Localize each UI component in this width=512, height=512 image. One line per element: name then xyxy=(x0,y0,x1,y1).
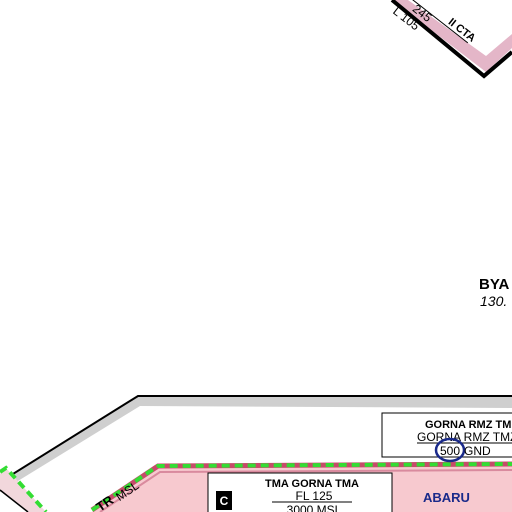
tma-inner-edge xyxy=(99,469,512,512)
rmz-title: GORNA RMZ TM xyxy=(425,419,511,431)
grey-airspace-band xyxy=(0,395,512,492)
cta-limit-divider xyxy=(412,0,469,44)
ctr-green-dashed-boundary xyxy=(0,465,48,512)
grey-band-outer-edge xyxy=(0,395,512,483)
tma-green-dashed-boundary xyxy=(90,462,512,512)
tma-title: TMA GORNA TMA xyxy=(265,478,359,490)
tma-box-frame xyxy=(207,472,393,512)
abaru-waypoint-label: ABARU xyxy=(423,490,470,505)
airspace-class-badge xyxy=(216,491,232,510)
airspace-class-letter: C xyxy=(220,494,229,508)
grey-band-fill xyxy=(0,396,512,492)
ctr-boundary xyxy=(0,465,48,512)
rmz-lower-limit: GND xyxy=(464,444,491,458)
rmz-label-box: GORNA RMZ TM GORNA RMZ TMZ 500 GND xyxy=(381,412,512,463)
rmz-subtitle: GORNA RMZ TMZ xyxy=(417,430,512,444)
ctr-name-label: TR xyxy=(93,492,116,512)
tma-lower-limit: 3000 MSL xyxy=(287,503,342,512)
rmz-box-frame xyxy=(381,412,512,458)
rmz-upper-limit-ring xyxy=(434,437,466,463)
tma-upper-limit: FL 125 xyxy=(296,489,333,503)
rmz-upper-limit: 500 xyxy=(440,444,460,458)
tma-label-box: C TMA GORNA TMA FL 125 3000 MSL xyxy=(207,472,393,512)
cta-sector: II CTA 245 L 105 xyxy=(390,0,512,79)
cta-inner-area xyxy=(408,0,512,56)
byala-frequency: 130. xyxy=(480,293,507,309)
ctr-dark-edge xyxy=(0,489,29,512)
cta-boundary-line xyxy=(390,0,512,79)
ctr-fill xyxy=(0,468,46,512)
byala-name: BYA xyxy=(479,276,509,293)
